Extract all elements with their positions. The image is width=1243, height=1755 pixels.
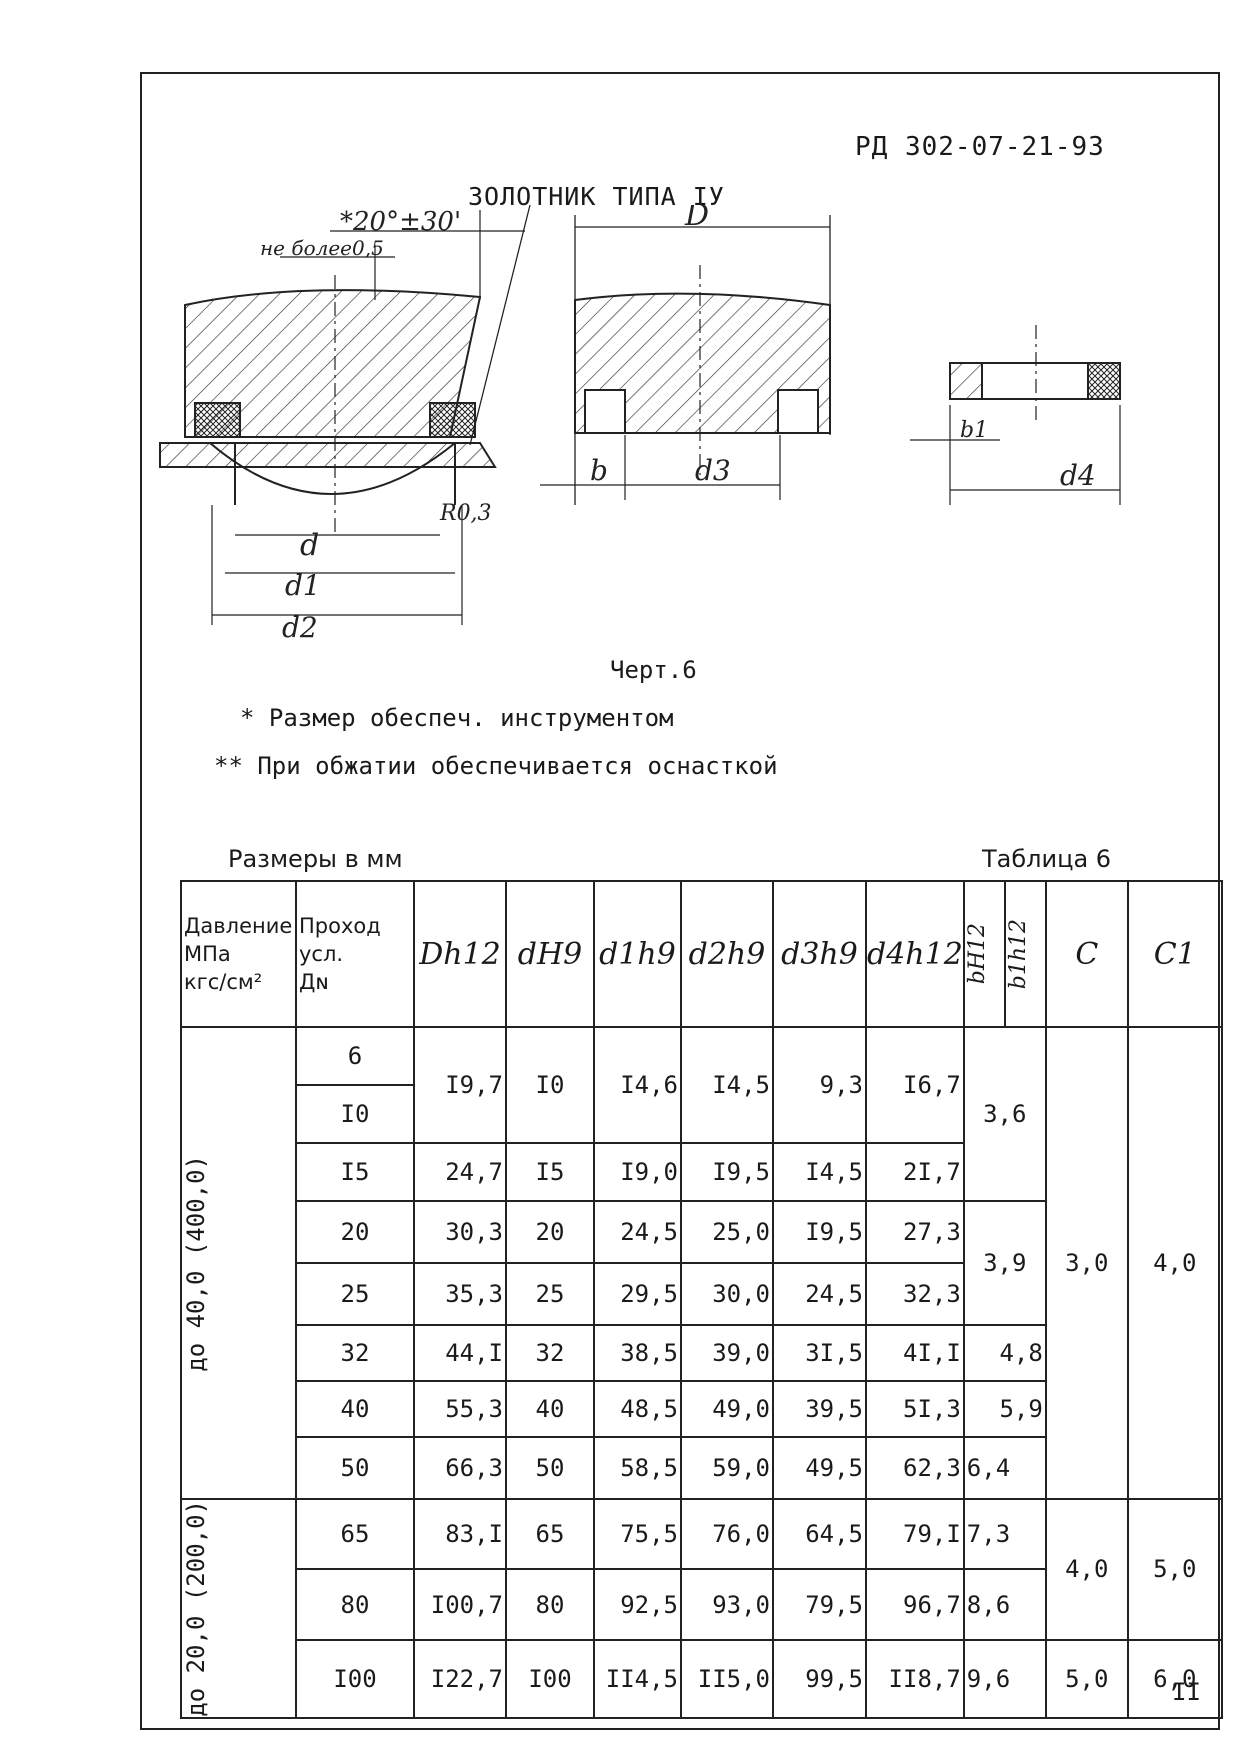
- table-row: I0: [181, 1084, 1222, 1144]
- header-d2: d2h9: [680, 880, 774, 1028]
- header-b1: b1h12: [1003, 880, 1047, 1028]
- D-label: D: [684, 205, 709, 233]
- technical-drawing: *20°±30' не более0,5 d d1 d2 R0,3 D b d3…: [159, 205, 1121, 644]
- table-row: 50 66,3 50 58,5 59,0 49,5 62,3 6,4: [181, 1436, 1222, 1500]
- header-d3: d3h9: [772, 880, 867, 1028]
- group-2-label: до 20,0 (200,0): [180, 1498, 297, 1719]
- b-label: b: [590, 454, 608, 487]
- table-row: до 20,0 (200,0) 65 83,I 65 75,5 76,0 64,…: [180, 1497, 1223, 1719]
- figure-caption: Черт.6: [610, 656, 697, 684]
- r-label: R0,3: [439, 501, 492, 526]
- d1-label: d1: [285, 569, 321, 602]
- angle-label: *20°±30': [340, 207, 461, 237]
- units-label: Размеры в мм: [228, 845, 403, 873]
- header-d1: d1h9: [593, 880, 682, 1028]
- table-row: I5 24,7 I5 I9,0 I9,5 I4,5 2I,7: [181, 1142, 1222, 1202]
- group-1-label: до 40,0 (400,0): [180, 1026, 297, 1500]
- page-number: II: [1172, 1678, 1201, 1706]
- d3-label: d3: [695, 454, 731, 487]
- table-row: до 40,0 (400,0) 6 I9,7 I0 I4,6 I4,5 9,3 …: [180, 1026, 1223, 1500]
- header-d: dH9: [505, 880, 595, 1028]
- table-row: 32 44,I 32 38,5 39,0 3I,5 4I,I 4,8: [181, 1324, 1222, 1382]
- b1-label: b1: [960, 418, 988, 443]
- header-b: bH12: [962, 880, 1006, 1028]
- note-2: ** При обжатии обеспечивается оснасткой: [214, 752, 778, 780]
- not-more-label: не более0,5: [260, 236, 384, 260]
- left-seal-left: [194, 402, 241, 438]
- table-row: I00 I22,7 I00 II4,5 II5,0 99,5 II8,7 9,6…: [181, 1638, 1223, 1719]
- table-row: 80 I00,7 80 92,5 93,0 79,5 96,7 8,6: [181, 1568, 1222, 1641]
- header-d4: d4h12: [865, 880, 965, 1028]
- note-1: * Размер обеспеч. инструментом: [240, 704, 674, 732]
- drawing-title: ЗОЛОТНИК ТИПА IУ: [468, 182, 725, 211]
- table-number: Таблица 6: [982, 845, 1112, 873]
- header-c: C: [1044, 880, 1129, 1028]
- header-D: Dh12: [413, 880, 507, 1028]
- table-row: 20 30,3 20 24,5 25,0 I9,5 27,3 3,9: [181, 1200, 1222, 1326]
- d4-label: d4: [1060, 459, 1096, 492]
- table-row: 25 35,3 25 29,5 30,0 24,5 32,3: [181, 1262, 1222, 1326]
- header-c1: C1: [1126, 880, 1223, 1028]
- d2-label: d2: [282, 611, 318, 644]
- left-seal-right: [429, 402, 476, 438]
- dn-cell: 6: [295, 1026, 415, 1086]
- table-row: 40 55,3 40 48,5 49,0 39,5 5I,3 5,9: [181, 1380, 1222, 1438]
- d-label: d: [300, 528, 319, 563]
- document-code: РД 302-07-21-93: [855, 132, 1105, 162]
